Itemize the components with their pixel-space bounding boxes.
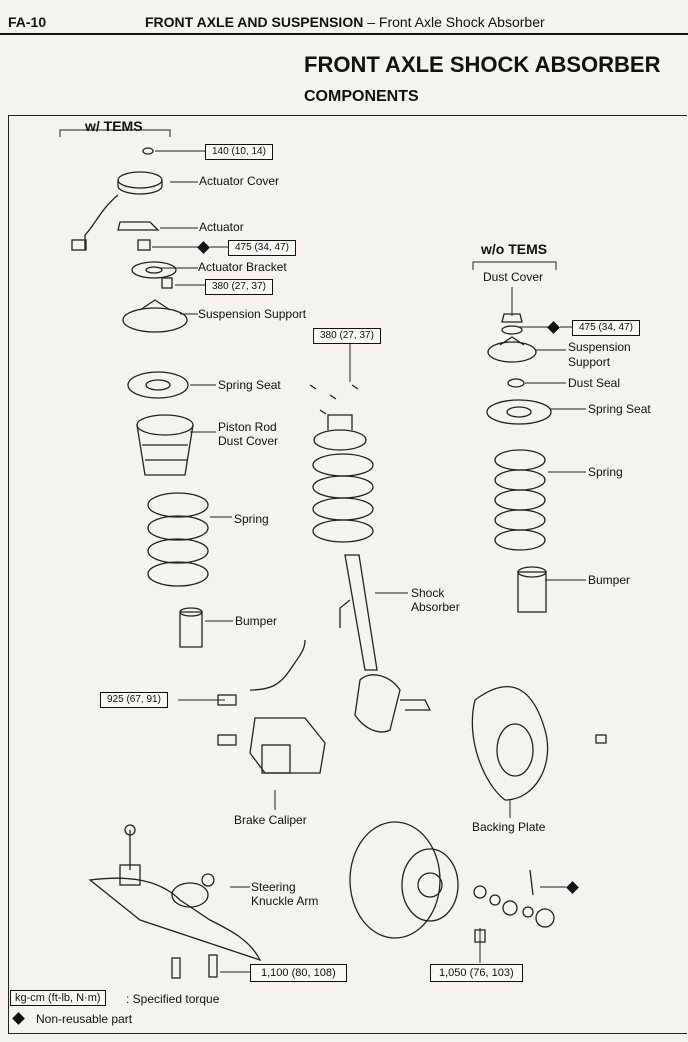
torque-actuator-cover: 140 (10, 14) <box>205 144 273 160</box>
label-actuator-cover: Actuator Cover <box>199 174 280 188</box>
label-bumper-nt: Bumper <box>588 573 631 587</box>
page-subtitle: COMPONENTS <box>304 88 419 105</box>
legend-nonreusable: Non-reusable part <box>36 1012 133 1026</box>
label-backing-plate: Backing Plate <box>472 820 546 834</box>
tems-parts <box>71 147 209 648</box>
torque-strut-top: 380 (27, 37) <box>313 328 381 344</box>
label-suspension-nt: Suspension <box>568 340 631 354</box>
label-brake-caliper: Brake Caliper <box>234 813 307 827</box>
label-bumper: Bumper <box>235 614 278 628</box>
strut-assembly <box>88 384 607 979</box>
page-code: FA-10 <box>8 14 47 30</box>
label-spring: Spring <box>234 512 269 526</box>
legend-torque-desc: : Specified torque <box>126 992 220 1006</box>
without-tems-heading: w/o TEMS <box>481 241 548 257</box>
label-steering: Steering <box>251 880 296 894</box>
label-dust-cover: Dust Cover <box>218 434 279 448</box>
label-dust-seal: Dust Seal <box>568 376 621 390</box>
page-title: FRONT AXLE SHOCK ABSORBER <box>304 52 661 77</box>
torque-actuator-nut: 475 (34, 47) <box>228 240 296 256</box>
torque-caliper: 925 (67, 91) <box>100 692 168 708</box>
torque-knuckle: 1,100 (80, 108) <box>250 964 347 982</box>
subsection-title: Front Axle Shock Absorber <box>378 14 545 30</box>
header-separator: – <box>367 14 375 30</box>
section-title: FRONT AXLE AND SUSPENSION <box>145 14 364 30</box>
diagram-frame <box>8 115 687 1034</box>
label-shock: Shock <box>411 586 445 600</box>
torque-hub: 1,050 (76, 103) <box>430 964 523 982</box>
label-piston-rod: Piston Rod <box>218 420 277 434</box>
label-spring-seat: Spring Seat <box>218 378 281 392</box>
label-knuckle-arm: Knuckle Arm <box>251 894 319 908</box>
label-absorber: Absorber <box>411 600 460 614</box>
label-spring-seat-nt: Spring Seat <box>588 402 651 416</box>
no-tems-parts <box>486 313 552 613</box>
torque-bracket: 380 (27, 37) <box>205 279 273 295</box>
leader-lines <box>59 129 586 973</box>
legend-torque-unit: kg-cm (ft-lb, N·m) <box>10 990 106 1006</box>
torque-support-nt: 475 (34, 47) <box>572 320 640 336</box>
label-support-nt: Support <box>568 355 611 369</box>
label-actuator-bracket: Actuator Bracket <box>198 260 287 274</box>
label-suspension-support: Suspension Support <box>198 307 307 321</box>
header-rule <box>0 33 688 35</box>
with-tems-heading: w/ TEMS <box>85 118 143 134</box>
label-actuator: Actuator <box>199 220 244 234</box>
label-spring-nt: Spring <box>588 465 623 479</box>
label-dust-cover-nt: Dust Cover <box>483 270 544 284</box>
running-header: FRONT AXLE AND SUSPENSION – Front Axle S… <box>145 14 545 30</box>
